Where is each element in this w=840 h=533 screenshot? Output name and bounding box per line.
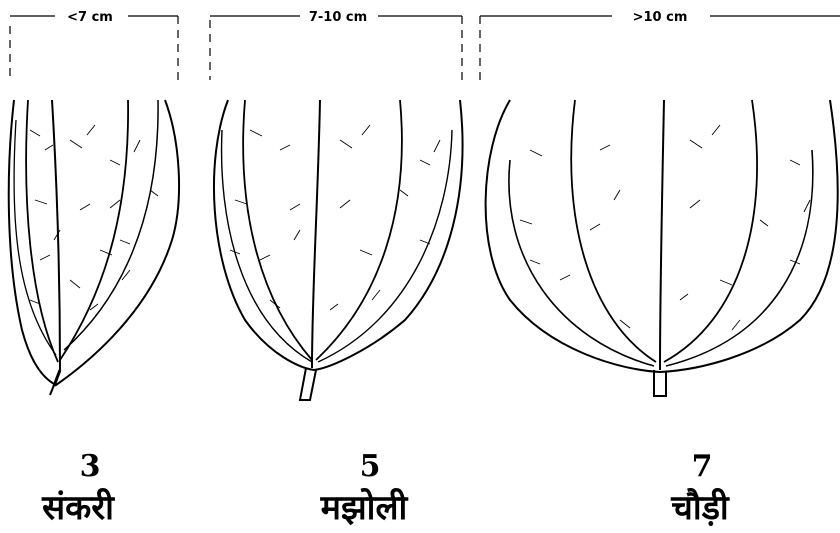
- range-label-medium: 7-10 cm: [309, 10, 367, 25]
- label-medium: मझोली: [264, 488, 464, 528]
- label-narrow: संकरी: [0, 488, 178, 528]
- width-bracket-narrow: [10, 16, 178, 80]
- score-medium: 5: [310, 452, 430, 482]
- width-bracket-wide: [480, 16, 840, 80]
- range-label-narrow: <7 cm: [67, 10, 113, 25]
- range-label-wide: >10 cm: [633, 10, 688, 25]
- score-narrow: 3: [30, 452, 150, 482]
- label-wide: चौड़ी: [600, 488, 800, 528]
- leaf-wide: [486, 100, 838, 396]
- leaf-medium: [214, 100, 463, 400]
- score-wide: 7: [642, 452, 762, 482]
- width-bracket-medium: [210, 16, 462, 80]
- leaf-narrow: [9, 100, 179, 395]
